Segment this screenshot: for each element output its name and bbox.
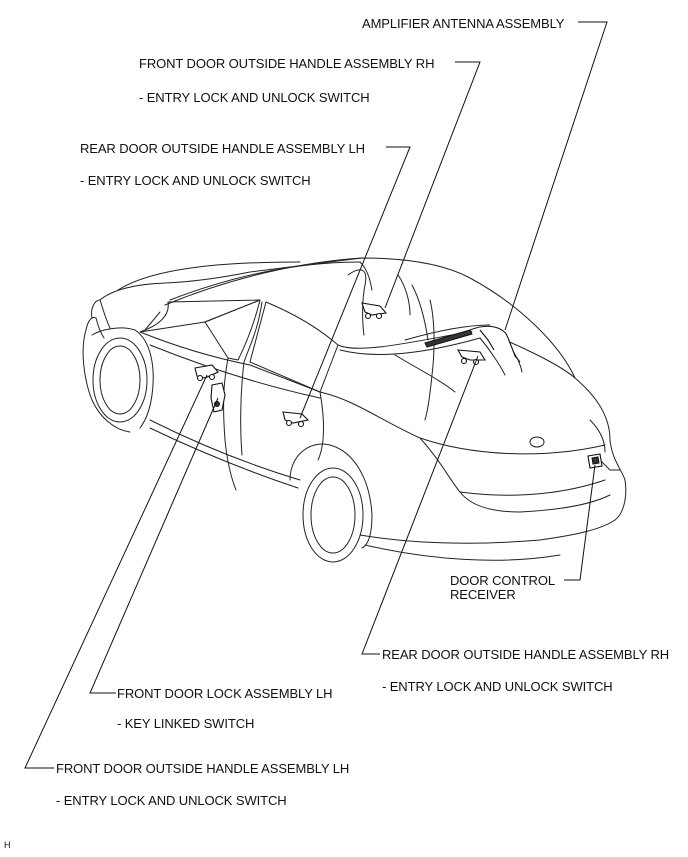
rear-rh-handle-part [456,349,486,366]
label-front-rh-handle: FRONT DOOR OUTSIDE HANDLE ASSEMBLY RH [139,56,435,71]
label-door-control-receiver-2: RECEIVER [450,587,516,602]
leader-rear-lh-handle [299,146,411,419]
leader-amplifier-antenna [504,21,608,331]
label-rear-rh-handle: REAR DOOR OUTSIDE HANDLE ASSEMBLY RH [382,647,670,662]
leader-door-control-receiver [564,464,596,581]
label-front-lock-lh-sub: - KEY LINKED SWITCH [117,716,255,731]
leader-lines [24,21,608,769]
front-rh-handle-part [361,302,388,320]
label-front-lh-handle: FRONT DOOR OUTSIDE HANDLE ASSEMBLY LH [56,761,350,776]
corner-mark: H [4,840,11,850]
front-lh-lock-part [210,382,226,413]
label-rear-lh-handle: REAR DOOR OUTSIDE HANDLE ASSEMBLY LH [80,141,365,156]
leader-front-lock-lh [89,397,219,694]
label-front-lh-handle-sub: - ENTRY LOCK AND UNLOCK SWITCH [56,793,287,808]
leader-rear-rh-handle [361,355,479,655]
label-rear-rh-handle-sub: - ENTRY LOCK AND UNLOCK SWITCH [382,679,613,694]
label-door-control-receiver-1: DOOR CONTROL [450,573,555,588]
label-amplifier-antenna: AMPLIFIER ANTENNA ASSEMBLY [362,16,565,31]
front-lh-handle-part [194,364,219,382]
rear-lh-handle-part [282,411,310,428]
door-control-receiver-part [587,453,603,469]
car-body-outline [82,257,627,563]
label-rear-lh-handle-sub: - ENTRY LOCK AND UNLOCK SWITCH [80,173,311,188]
label-front-rh-handle-sub: - ENTRY LOCK AND UNLOCK SWITCH [139,90,370,105]
label-front-lock-lh: FRONT DOOR LOCK ASSEMBLY LH [117,686,333,701]
leader-front-lh-handle [24,374,208,769]
amplifier-antenna-part [424,325,521,363]
leader-front-rh-handle [384,61,481,309]
